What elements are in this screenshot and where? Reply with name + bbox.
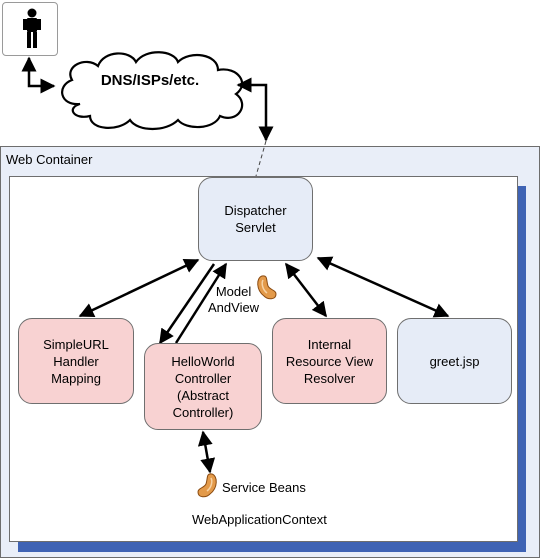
model-and-view-label: Model AndView bbox=[208, 284, 260, 315]
handler-mapping-label: SimpleURL Handler Mapping bbox=[43, 336, 109, 386]
dispatcher-servlet-label: Dispatcher Servlet bbox=[224, 203, 287, 235]
application-context-label: WebApplicationContext bbox=[192, 512, 327, 527]
dispatcher-mapping-arrow bbox=[78, 258, 200, 318]
dispatcher-controller-arrow bbox=[158, 263, 216, 345]
controller-node: HelloWorld Controller (Abstract Controll… bbox=[144, 343, 262, 430]
handler-mapping-node: SimpleURL Handler Mapping bbox=[18, 318, 134, 404]
controller-dispatcher-arrow bbox=[174, 262, 228, 344]
controller-service-arrow bbox=[197, 430, 216, 474]
dispatcher-resolver-arrow bbox=[285, 262, 327, 318]
cloud-container-arrow bbox=[236, 77, 274, 142]
view-resolver-node: Internal Resource View Resolver bbox=[272, 318, 387, 404]
dispatcher-servlet-node: Dispatcher Servlet bbox=[198, 177, 313, 261]
view-node: greet.jsp bbox=[397, 318, 512, 404]
cloud-shape bbox=[61, 51, 244, 131]
user-cloud-arrow bbox=[21, 56, 56, 94]
service-beans-label: Service Beans bbox=[222, 480, 306, 495]
view-label: greet.jsp bbox=[429, 353, 480, 369]
dashed-link bbox=[255, 140, 267, 177]
bean-icon bbox=[197, 473, 217, 498]
bean-icon bbox=[257, 275, 277, 300]
web-container-label: Web Container bbox=[6, 152, 93, 167]
person-icon bbox=[23, 8, 41, 48]
cloud-label: DNS/ISPs/etc. bbox=[100, 72, 200, 89]
dispatcher-view-arrow bbox=[316, 256, 450, 318]
view-resolver-label: Internal Resource View Resolver bbox=[285, 336, 374, 386]
user-box bbox=[2, 2, 58, 56]
controller-label: HelloWorld Controller (Abstract Controll… bbox=[171, 353, 235, 420]
